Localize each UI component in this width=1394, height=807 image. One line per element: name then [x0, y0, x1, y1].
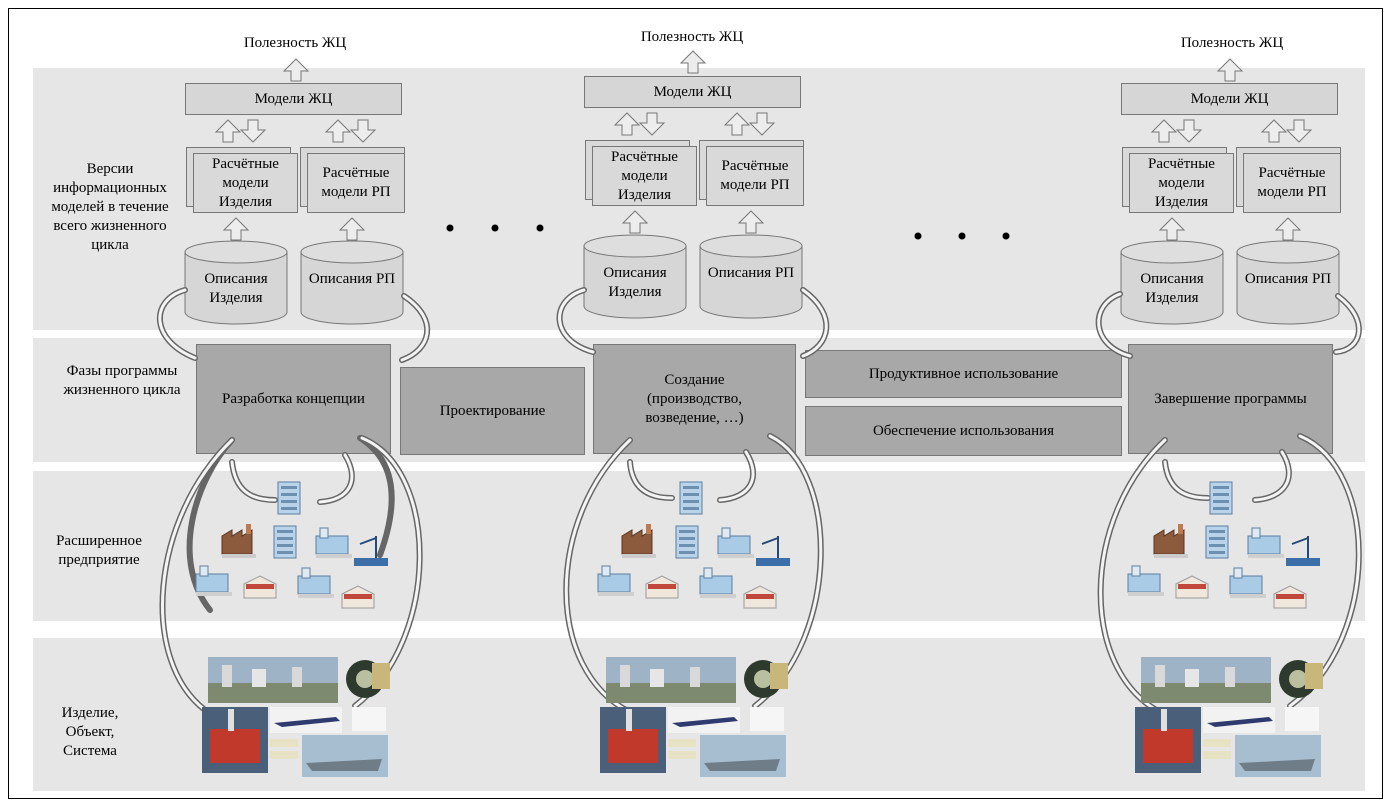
- label-extended-enterprise: Расширенное предприятие: [56, 533, 142, 568]
- product-collage-1: [202, 657, 390, 777]
- desc-product-label-2: Описания Изделия: [603, 265, 667, 300]
- desc-rp-cylinder-2: Описания РП: [699, 234, 803, 320]
- phase-use-support: Обеспечение использования: [805, 406, 1122, 456]
- desc-rp-cylinder-1: Описания РП: [300, 240, 404, 326]
- curve-enterprise-to-concept-1: [357, 435, 395, 558]
- calc-models-product-3: Расчётные модели Изделия: [1129, 153, 1234, 213]
- lc-models-box-1: Модели ЖЦ: [185, 83, 402, 115]
- utility-label-3: Полезность ЖЦ: [1180, 35, 1284, 51]
- calc-models-rp-3: Расчётные модели РП: [1243, 153, 1341, 213]
- desc-product-cylinder-3: Описания Изделия: [1120, 240, 1224, 326]
- utility-label-1: Полезность ЖЦ: [243, 35, 347, 51]
- desc-product-cylinder-2: Описания Изделия: [583, 234, 687, 320]
- diagram-frame: [8, 8, 1383, 799]
- label-model-versions: Версии информационных моделей в течение …: [51, 161, 169, 253]
- utility-label-2: Полезность ЖЦ: [640, 29, 744, 45]
- desc-product-cylinder-1: Описания Изделия: [184, 240, 288, 326]
- calc-models-rp-2: Расчётные модели РП: [706, 146, 804, 206]
- desc-rp-cylinder-3: Описания РП: [1236, 240, 1340, 326]
- lc-models-box-2: Модели ЖЦ: [584, 76, 801, 108]
- ellipsis-dots-2: [914, 232, 1010, 240]
- phase-design: Проектирование: [400, 367, 585, 455]
- phase-productive-use: Продуктивное использование: [805, 350, 1122, 398]
- phase-creation: Создание (производство, возведение, …): [593, 344, 796, 454]
- lc-models-box-3: Модели ЖЦ: [1121, 83, 1338, 115]
- product-collage-3: [1135, 657, 1323, 777]
- calc-models-product-1: Расчётные модели Изделия: [193, 153, 298, 213]
- desc-product-label-3: Описания Изделия: [1140, 271, 1204, 306]
- desc-rp-label-2: Описания РП: [707, 265, 795, 281]
- desc-rp-label-3: Описания РП: [1244, 271, 1332, 287]
- desc-product-label-1: Описания Изделия: [204, 271, 268, 306]
- ellipsis-dots-1: [446, 224, 544, 232]
- desc-rp-label-1: Описания РП: [308, 271, 396, 287]
- calc-models-rp-1: Расчётные модели РП: [307, 153, 405, 213]
- label-lifecycle-phases: Фазы программы жизненного цикла: [63, 363, 181, 398]
- calc-models-product-2: Расчётные модели Изделия: [592, 146, 697, 206]
- label-product-object-system: Изделие, Объект, Система: [61, 705, 119, 759]
- product-collage-2: [600, 657, 788, 777]
